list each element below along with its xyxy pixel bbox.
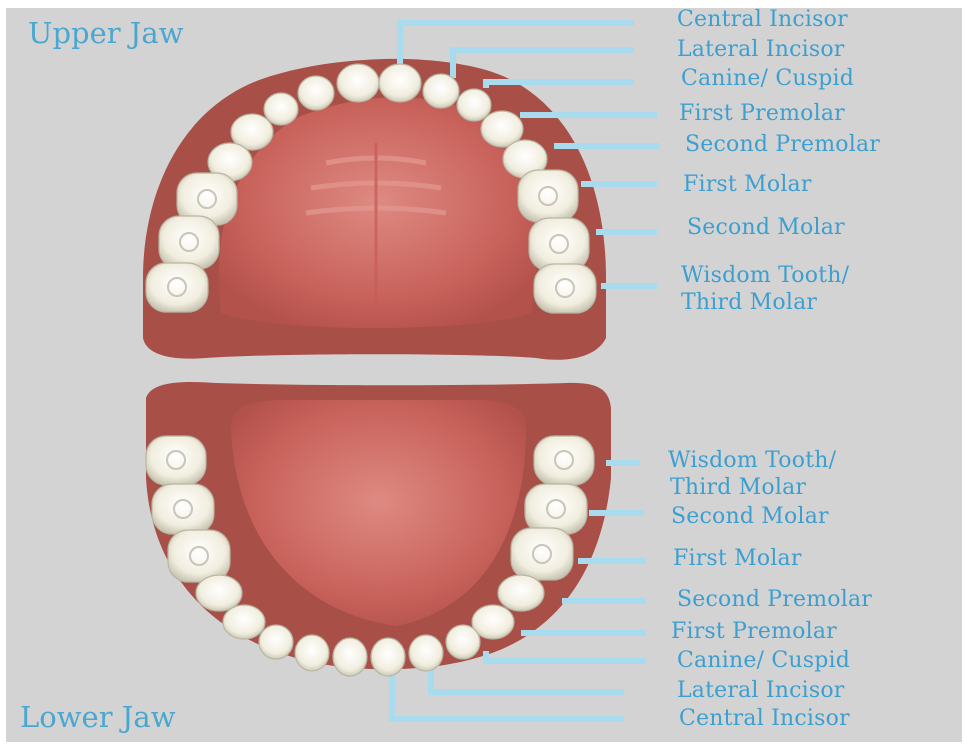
label-upper-canine: Canine/ Cuspid <box>681 66 854 92</box>
label-upper-second-premolar: Second Premolar <box>685 132 880 158</box>
tooth-lower-central-incisor-right <box>371 638 405 676</box>
label-upper-central-incisor: Central Incisor <box>677 8 848 33</box>
tooth-upper-central-incisor-right <box>379 64 421 102</box>
tooth-lower-second-premolar-right <box>498 575 544 611</box>
label-upper-first-premolar: First Premolar <box>679 101 845 127</box>
tooth-upper-third-molar-left <box>146 263 208 312</box>
tooth-upper-second-molar-left <box>159 216 219 269</box>
label-upper-second-molar: Second Molar <box>687 215 845 241</box>
tooth-lower-lateral-incisor-left <box>295 635 329 671</box>
label-lower-third-molar: Third Molar <box>670 475 806 501</box>
upper-jaw-title: Upper Jaw <box>28 16 184 50</box>
label-lower-second-premolar: Second Premolar <box>677 587 872 613</box>
tooth-lower-third-molar-left <box>146 436 206 485</box>
tooth-upper-first-molar-right <box>518 170 578 222</box>
tooth-upper-third-molar-right <box>534 264 596 313</box>
label-upper-wisdom-tooth: Wisdom Tooth/ <box>681 263 849 289</box>
label-lower-first-premolar: First Premolar <box>671 619 837 645</box>
tooth-lower-second-molar-right <box>525 484 587 534</box>
tooth-lower-third-molar-right <box>534 436 594 485</box>
tooth-lower-canine-right <box>446 625 480 659</box>
label-upper-lateral-incisor: Lateral Incisor <box>677 37 845 63</box>
label-lower-wisdom-tooth: Wisdom Tooth/ <box>668 448 836 474</box>
label-lower-second-molar: Second Molar <box>671 504 829 530</box>
teeth-diagram: Upper Jaw Lower Jaw Central Incisor Late… <box>6 8 962 742</box>
tooth-lower-first-molar-right <box>511 528 573 580</box>
lower-jaw-title: Lower Jaw <box>20 700 176 734</box>
tooth-lower-second-molar-left <box>152 484 214 534</box>
tooth-lower-first-molar-left <box>168 530 230 582</box>
tooth-upper-canine-left <box>264 93 298 125</box>
tooth-upper-canine-right <box>457 89 491 121</box>
label-lower-lateral-incisor: Lateral Incisor <box>677 678 845 704</box>
tooth-lower-lateral-incisor-right <box>409 635 443 671</box>
tooth-lower-central-incisor-left <box>333 638 367 676</box>
tooth-lower-second-premolar-left <box>196 575 242 611</box>
tooth-lower-canine-left <box>259 625 293 659</box>
tooth-upper-second-molar-right <box>529 218 589 271</box>
label-lower-canine: Canine/ Cuspid <box>677 648 850 674</box>
label-upper-third-molar: Third Molar <box>681 290 817 316</box>
tooth-lower-first-premolar-left <box>223 605 265 639</box>
tooth-upper-lateral-incisor-right <box>423 74 459 108</box>
label-upper-first-molar: First Molar <box>683 172 812 198</box>
tooth-upper-central-incisor-left <box>337 64 379 102</box>
label-lower-first-molar: First Molar <box>673 546 802 572</box>
tooth-upper-lateral-incisor-left <box>298 76 334 110</box>
label-lower-central-incisor: Central Incisor <box>679 706 850 732</box>
